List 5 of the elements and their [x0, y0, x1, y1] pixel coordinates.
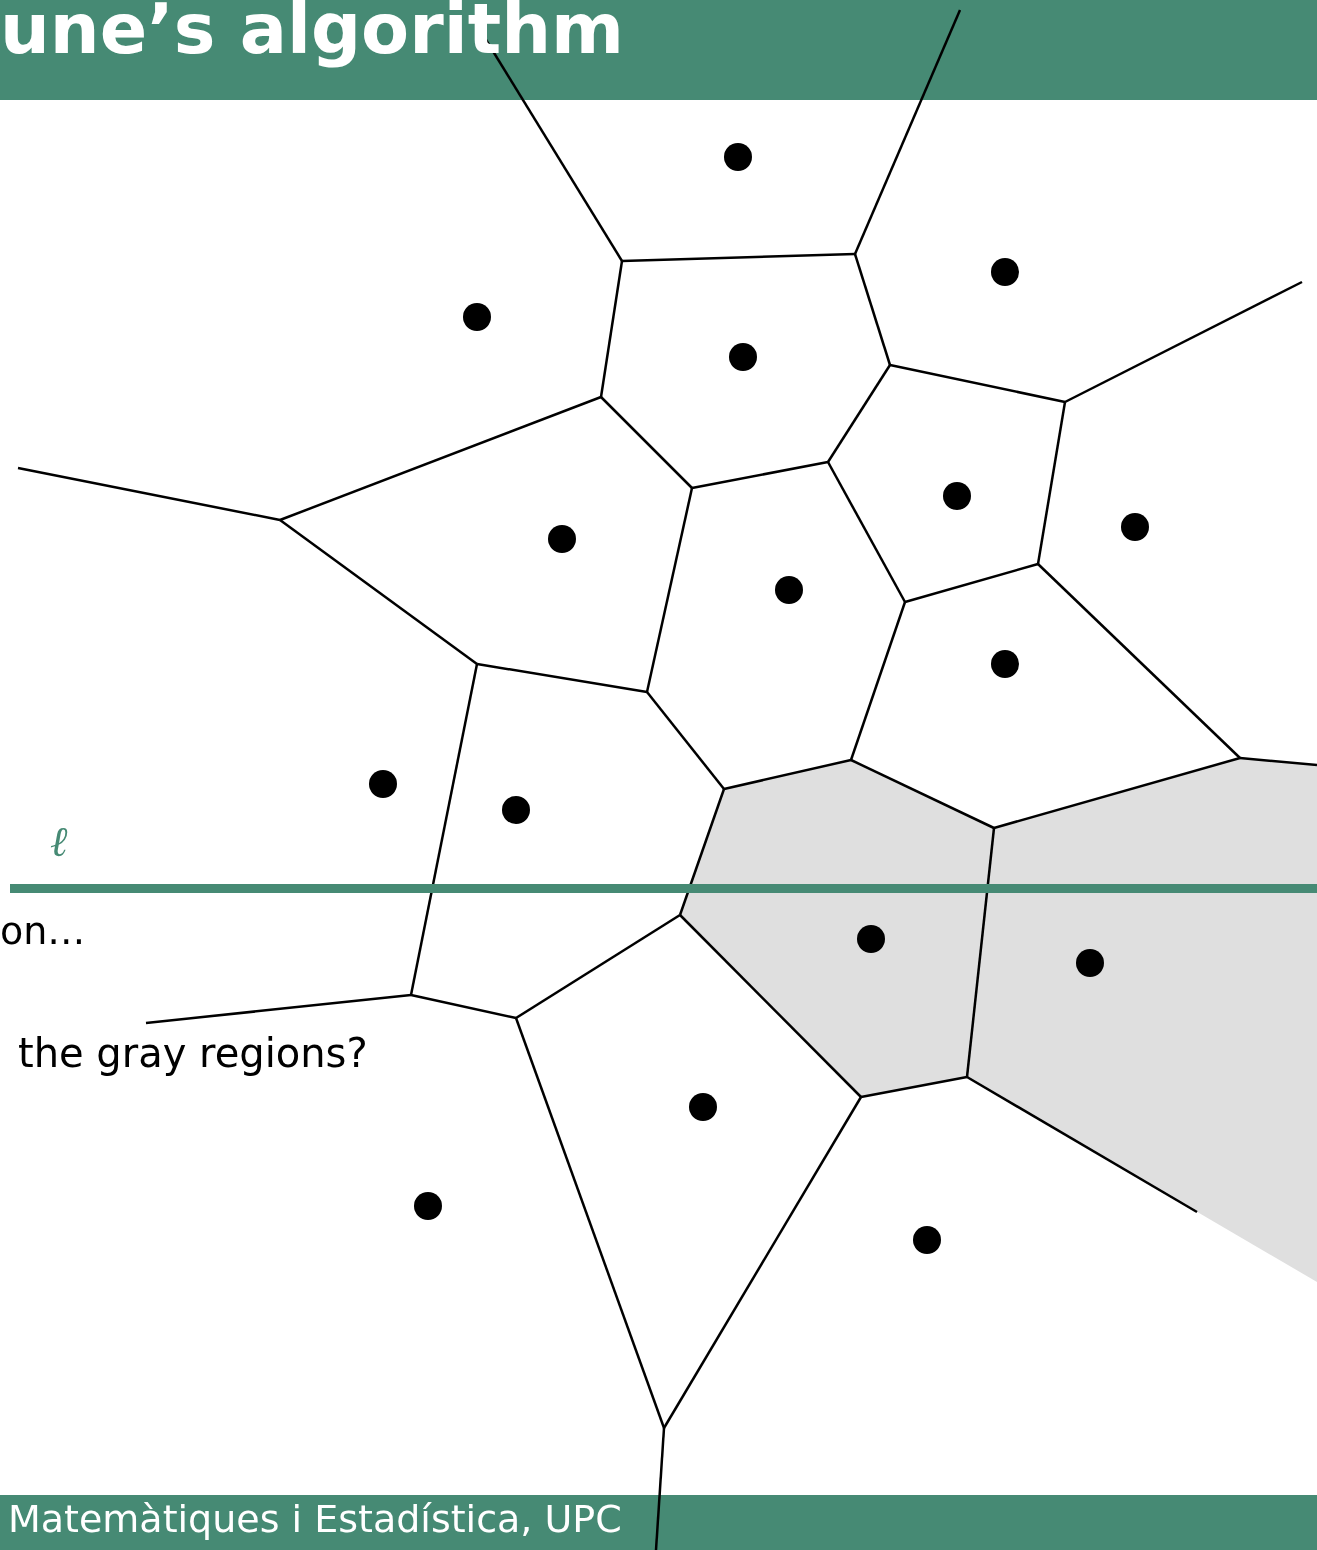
footer-text: Matemàtiques i Estadística, UPC — [8, 1498, 622, 1542]
line-label: ℓ — [50, 818, 68, 867]
body-text: on… — [0, 910, 86, 954]
body-text: the gray regions? — [18, 1030, 368, 1076]
slide-title: une’s algorithm — [0, 0, 624, 70]
